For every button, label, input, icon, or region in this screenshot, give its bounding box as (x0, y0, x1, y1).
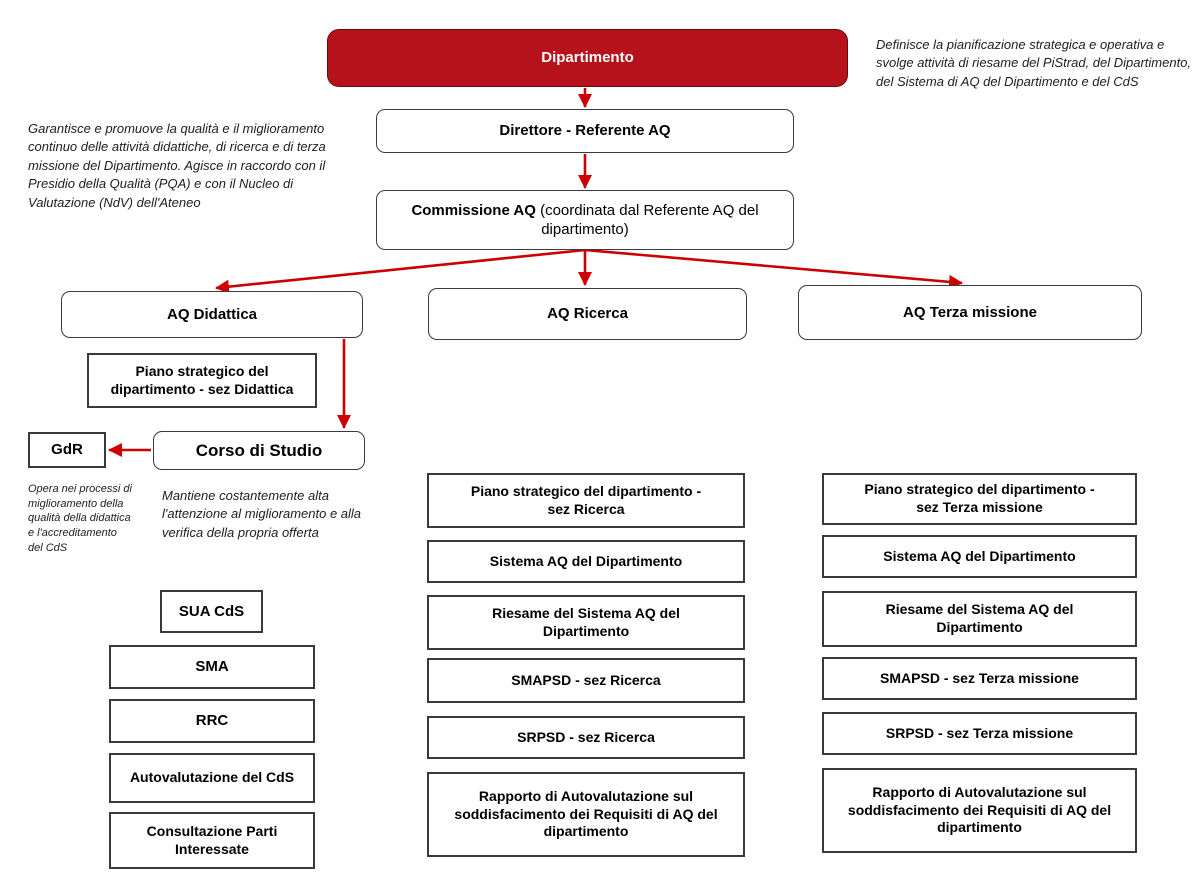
node-sma: SMA (109, 645, 315, 689)
node-srpsd-terza-label: SRPSD - sez Terza missione (885, 724, 1074, 741)
node-gdr-label: GdR (51, 441, 83, 459)
node-commissione-label-bold: Commissione AQ (411, 201, 536, 219)
node-smapsd-ricerca-label: SMAPSD - sez Ricerca (511, 671, 661, 688)
node-rapporto-autovalutazione-ricerca: Rapporto di Autovalutazione sul soddisfa… (427, 772, 745, 857)
note-dipartimento: Definisce la pianificazione strategica e… (876, 37, 1192, 89)
node-smapsd-ricerca: SMAPSD - sez Ricerca (427, 658, 745, 703)
node-consultazione-parti: Consultazione Parti Interessate (109, 812, 315, 869)
note-corso-di-studio: Mantiene costantemente alta l'attenzione… (162, 488, 362, 540)
node-piano-strategico-didattica: Piano strategico del dipartimento - sez … (87, 353, 317, 408)
node-direttore-referente-aq: Direttore - Referente AQ (376, 109, 794, 153)
node-commissione-aq: Commissione AQ (coordinata dal Referente… (376, 190, 794, 250)
node-sua-cds-label: SUA CdS (178, 602, 245, 620)
node-aq-ricerca: AQ Ricerca (428, 288, 747, 340)
node-aq-didattica: AQ Didattica (61, 291, 363, 338)
node-autovalutazione-cds: Autovalutazione del CdS (109, 753, 315, 803)
node-gdr: GdR (28, 432, 106, 468)
node-srpsd-terza: SRPSD - sez Terza missione (822, 712, 1137, 755)
node-sistema-aq-ricerca: Sistema AQ del Dipartimento (427, 540, 745, 583)
node-corso-di-studio: Corso di Studio (153, 431, 365, 470)
node-piano-strategico-didattica-label: Piano strategico del dipartimento - sez … (110, 362, 294, 397)
node-sistema-aq-terza: Sistema AQ del Dipartimento (822, 535, 1137, 578)
node-riesame-sistema-aq-terza: Riesame del Sistema AQ del Dipartimento (822, 591, 1137, 647)
node-sistema-aq-terza-label: Sistema AQ del Dipartimento (883, 547, 1076, 564)
node-commissione-label-rest: (coordinata dal Referente AQ del diparti… (535, 201, 759, 238)
node-smapsd-terza-label: SMAPSD - sez Terza missione (880, 669, 1079, 686)
node-rapporto-autovalutazione-ricerca-label: Rapporto di Autovalutazione sul soddisfa… (454, 787, 718, 840)
node-autovalutazione-cds-label: Autovalutazione del CdS (129, 769, 295, 786)
node-smapsd-terza: SMAPSD - sez Terza missione (822, 657, 1137, 700)
arrow-commissione-terza (584, 248, 963, 289)
note-direttore: Garantisce e promuove la qualità e il mi… (28, 121, 326, 210)
node-riesame-sistema-aq-terza-label: Riesame del Sistema AQ del Dipartimento (885, 601, 1074, 635)
node-piano-strategico-terza: Piano strategico del dipartimento - sez … (822, 473, 1137, 525)
node-sistema-aq-ricerca-label: Sistema AQ del Dipartimento (489, 552, 683, 569)
node-rapporto-autovalutazione-terza: Rapporto di Autovalutazione sul soddisfa… (822, 768, 1137, 853)
node-aq-terza-missione: AQ Terza missione (798, 285, 1142, 340)
node-piano-strategico-ricerca: Piano strategico del dipartimento - sez … (427, 473, 745, 528)
node-rrc: RRC (109, 699, 315, 743)
node-piano-strategico-ricerca-label: Piano strategico del dipartimento - sez … (470, 482, 702, 517)
node-direttore-label: Direttore - Referente AQ (499, 122, 671, 140)
node-rrc-label: RRC (195, 712, 229, 730)
node-srpsd-ricerca: SRPSD - sez Ricerca (427, 716, 745, 759)
node-aq-didattica-label: AQ Didattica (166, 305, 257, 323)
node-aq-terza-missione-label: AQ Terza missione (903, 303, 1037, 321)
node-riesame-sistema-aq-ricerca: Riesame del Sistema AQ del Dipartimento (427, 595, 745, 650)
node-dipartimento: Dipartimento (327, 29, 848, 87)
node-corso-di-studio-label: Corso di Studio (195, 440, 323, 460)
node-dipartimento-label: Dipartimento (541, 49, 634, 67)
node-riesame-sistema-aq-ricerca-label: Riesame del Sistema AQ del Dipartimento (492, 604, 680, 639)
node-consultazione-parti-label: Consultazione Parti Interessate (146, 822, 278, 857)
node-commissione-label: Commissione AQ (coordinata dal Referente… (411, 201, 759, 239)
node-sua-cds: SUA CdS (160, 590, 263, 633)
note-gdr: Opera nei processi di miglioramento dell… (28, 483, 132, 554)
node-srpsd-ricerca-label: SRPSD - sez Ricerca (517, 728, 655, 745)
node-rapporto-autovalutazione-terza-label: Rapporto di Autovalutazione sul soddisfa… (847, 783, 1112, 836)
node-aq-ricerca-label: AQ Ricerca (547, 305, 628, 323)
node-piano-strategico-terza-label: Piano strategico del dipartimento - sez … (864, 481, 1095, 515)
node-sma-label: SMA (195, 658, 229, 676)
arrow-commissione-didattica (215, 248, 586, 294)
